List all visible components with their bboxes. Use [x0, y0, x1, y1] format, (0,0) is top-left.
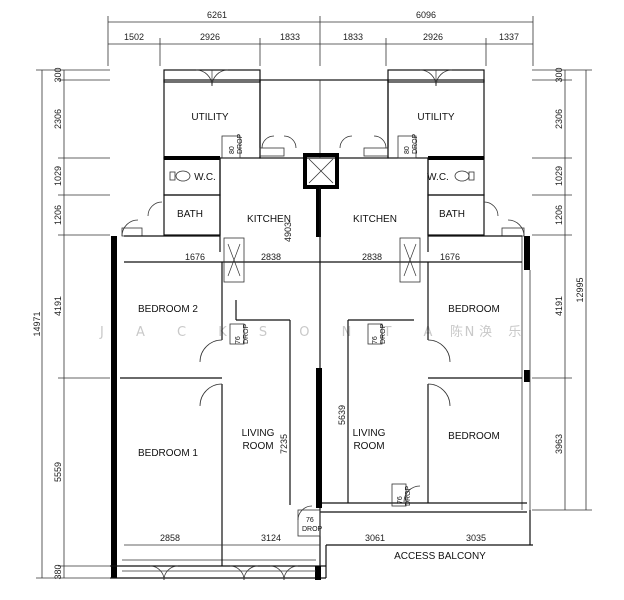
label-bedroom-right-lower: BEDROOM — [448, 431, 500, 442]
drop-number-bottom-right: 76 — [397, 496, 404, 504]
drop-number-living-left: 76 — [235, 336, 242, 344]
label-living-left-1: LIVING — [242, 428, 275, 439]
kitchen-height-dim: 4903 — [283, 222, 293, 242]
top-dimension-lines — [107, 16, 534, 66]
inner-kitchen-dim-1: 1676 — [185, 252, 205, 262]
central-corridor — [259, 79, 389, 159]
wc-bath-left — [121, 156, 221, 237]
drop-label-bottom-right: DROP — [405, 485, 412, 506]
drop-number-bottom-center: 76 — [306, 517, 314, 524]
inner-bottom-dim-3: 3061 — [365, 533, 385, 543]
label-utility-left: UTILITY — [191, 112, 229, 123]
label-living-right-2: ROOM — [353, 441, 384, 452]
inner-bottom-dim-2: 3124 — [261, 533, 281, 543]
right-seg-1: 300 — [554, 67, 564, 82]
left-seg-3: 1029 — [53, 166, 63, 186]
living-right-height-dim: 5639 — [337, 405, 347, 425]
label-bedroom-1: BEDROOM 1 — [138, 448, 198, 459]
left-seg-4: 1206 — [53, 205, 63, 225]
inner-bottom-dim-1: 2858 — [160, 533, 180, 543]
inner-kitchen-dim-4: 1676 — [440, 252, 460, 262]
exterior-walls — [110, 236, 533, 580]
drop-number-utility-left: 80 — [229, 146, 236, 154]
drop-label-living-right: DROP — [380, 323, 387, 344]
left-seg-6: 5559 — [53, 462, 63, 482]
party-wall — [297, 187, 322, 566]
top-seg-6: 1337 — [499, 32, 519, 42]
label-bath-right: BATH — [439, 209, 465, 220]
left-seg-5: 4191 — [53, 296, 63, 316]
service-shaft — [303, 153, 339, 237]
right-seg-5: 4191 — [554, 296, 564, 316]
right-seg-2: 2306 — [554, 109, 564, 129]
wc-bath-right — [427, 156, 525, 237]
label-bath-left: BATH — [177, 209, 203, 220]
label-access-balcony: ACCESS BALCONY — [394, 551, 486, 562]
top-seg-2: 2926 — [200, 32, 220, 42]
right-unit-interior — [347, 262, 522, 507]
right-seg-6: 3963 — [554, 434, 564, 454]
drop-label-living-left: DROP — [243, 323, 250, 344]
top-seg-3: 1833 — [280, 32, 300, 42]
right-seg-4: 1206 — [554, 205, 564, 225]
inner-kitchen-dim-3: 2838 — [362, 252, 382, 262]
bottom-window-sashes — [149, 565, 299, 581]
watermark-chinese: 陈 涣 乐 — [450, 324, 527, 340]
left-dimension-lines — [36, 69, 110, 579]
drop-number-living-right: 76 — [372, 336, 379, 344]
top-overall-left: 6261 — [207, 10, 227, 20]
label-kitchen-left: KITCHEN — [247, 214, 291, 225]
label-kitchen-right: KITCHEN — [353, 214, 397, 225]
drop-number-utility-right: 80 — [404, 146, 411, 154]
right-dimension-lines — [532, 69, 592, 511]
label-utility-right: UTILITY — [417, 112, 455, 123]
label-bedroom-right-upper: BEDROOM — [448, 304, 500, 315]
kitchen-right-walls — [320, 158, 522, 283]
right-seg-3: 1029 — [554, 166, 564, 186]
left-overall: 14971 — [32, 311, 42, 336]
label-living-left-2: ROOM — [242, 441, 273, 452]
watermark-latin: J A C K S O N T A N — [99, 325, 488, 340]
inner-bottom-dim-4: 3035 — [466, 533, 486, 543]
drop-label-bottom-center: DROP — [302, 526, 323, 533]
left-unit-interior — [120, 262, 291, 566]
right-overall: 12995 — [575, 277, 585, 302]
left-seg-2: 2306 — [53, 109, 63, 129]
left-seg-1: 300 — [53, 67, 63, 82]
top-seg-5: 2926 — [423, 32, 443, 42]
top-seg-4: 1833 — [343, 32, 363, 42]
label-wc-right: W.C. — [427, 172, 449, 183]
living-left-height-dim: 7235 — [279, 434, 289, 454]
drop-label-utility-right: DROP — [412, 133, 419, 154]
drop-label-utility-left: DROP — [237, 133, 244, 154]
label-living-right-1: LIVING — [353, 428, 386, 439]
label-wc-left: W.C. — [194, 172, 216, 183]
top-overall-right: 6096 — [416, 10, 436, 20]
top-seg-1: 1502 — [124, 32, 144, 42]
inner-kitchen-dim-2: 2838 — [261, 252, 281, 262]
left-seg-7: 380 — [53, 564, 63, 579]
label-bedroom-2: BEDROOM 2 — [138, 304, 198, 315]
